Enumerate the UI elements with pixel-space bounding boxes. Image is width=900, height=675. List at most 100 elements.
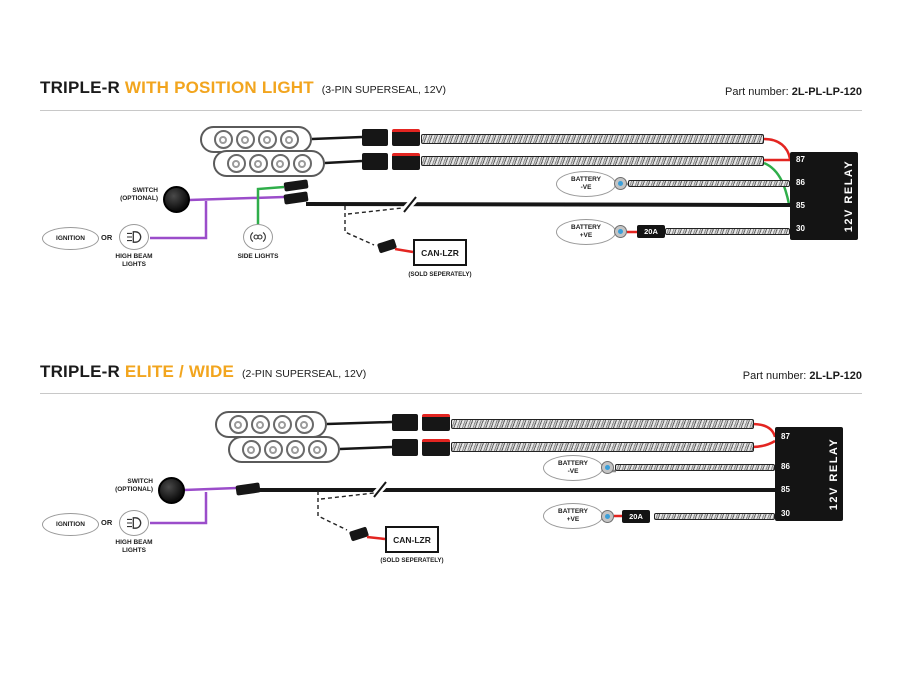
battery-neg-cable [628, 180, 790, 187]
terminal-hole [618, 229, 623, 234]
ignition-label: IGNITION [42, 227, 99, 250]
superseal-connector [362, 153, 388, 170]
inline-connector-upper [283, 179, 309, 192]
purple-feed-wire [150, 201, 208, 240]
high-beam-line2: LIGHTS [122, 261, 146, 269]
light-bar [213, 150, 325, 177]
switch-label-line1: SWITCH [132, 187, 158, 194]
lamp-lens [270, 154, 290, 173]
lamp-lens [307, 440, 327, 459]
title-model: TRIPLE-R [40, 78, 120, 97]
superseal-connector [392, 129, 420, 146]
diagram1-header: TRIPLE-R WITH POSITION LIGHT (3-PIN SUPE… [40, 78, 862, 98]
terminal-hole [605, 465, 610, 470]
lamp-lens [279, 130, 299, 149]
ring-terminal [614, 177, 627, 190]
light-bar [215, 411, 327, 438]
relay-pin-86: 86 [796, 178, 805, 187]
lamp-lens [241, 440, 261, 459]
canlzr-connector [377, 238, 397, 254]
battery-neg-line2: -VE [580, 184, 592, 191]
purple-switch-wire [183, 486, 238, 492]
superseal-connector [392, 414, 418, 431]
ring-terminal [601, 461, 614, 474]
lamp-lens [248, 154, 268, 173]
battery-negative-label: BATTERY -VE [543, 455, 603, 481]
high-beam-line1: HIGH BEAM [115, 539, 153, 546]
inline-connector [235, 482, 261, 496]
battery-positive-label: BATTERY +VE [556, 219, 616, 245]
high-beam-line1: HIGH BEAM [115, 253, 153, 260]
lightbar2-lead-wire [324, 159, 363, 165]
canlzr-dashed-link [344, 206, 375, 246]
lamp-lens [294, 415, 314, 434]
part-label: Part number: [742, 370, 807, 382]
canlzr-dashed-link [317, 491, 348, 531]
lightbar2-lead-wire [339, 445, 393, 451]
headlight-glyph [127, 231, 142, 243]
high-beam-icon [119, 510, 149, 536]
relay-12v: 12V RELAY 87 86 85 30 [775, 427, 843, 521]
braided-cable [451, 442, 754, 452]
ignition-text: IGNITION [56, 234, 85, 242]
relay-pin-30: 30 [796, 224, 805, 233]
title-spec: (2-PIN SUPERSEAL, 12V) [241, 368, 367, 380]
side-lights-label: SIDE LIGHTS [230, 253, 286, 261]
headlight-glyph [127, 517, 142, 529]
wire-break-mark [403, 196, 417, 213]
switch-knob [158, 477, 185, 504]
fuse-20a: 20A [637, 225, 665, 238]
relay-label: 12V RELAY [843, 159, 855, 233]
part-value: 2L-PL-LP-120 [791, 86, 862, 98]
battery-neg-line1: BATTERY [571, 176, 601, 184]
purple-switch-wire [188, 195, 285, 202]
superseal-connector [362, 129, 388, 146]
part-number: Part number: 2L-LP-120 [743, 370, 862, 382]
side-lights-icon [243, 224, 273, 250]
can-lzr-box: CAN-LZR [413, 239, 467, 266]
title-model: TRIPLE-R [40, 362, 120, 381]
superseal-connector [392, 439, 418, 456]
part-number: Part number: 2L-PL-LP-120 [725, 86, 862, 98]
lamp-lens [226, 154, 246, 173]
battery-pos-line1: BATTERY [571, 224, 601, 232]
battery-neg-line2: -VE [567, 468, 579, 475]
purple-feed-wire [150, 492, 208, 525]
title-variant: WITH POSITION LIGHT [124, 78, 314, 97]
ring-terminal [601, 510, 614, 523]
terminal-hole [605, 514, 610, 519]
canlzr-connector [349, 526, 369, 542]
braided-cable [451, 419, 754, 429]
superseal-connector [392, 153, 420, 170]
or-label: OR [101, 233, 113, 242]
diagram2-wires [150, 420, 777, 542]
side-lights-glyph [250, 232, 266, 242]
red-wire-to-pin87 [763, 137, 792, 160]
ring-terminal [614, 225, 627, 238]
lamp-lens [250, 415, 270, 434]
canlzr-red-stub [394, 247, 414, 254]
divider [40, 393, 862, 394]
switch-label-line2: (OPTIONAL) [115, 486, 153, 494]
high-beam-label: HIGH BEAM LIGHTS [106, 253, 162, 269]
lamp-lens [263, 440, 283, 459]
relay-pin-87: 87 [796, 155, 805, 164]
battery-pos-cable [665, 228, 790, 235]
can-lzr-box: CAN-LZR [385, 526, 439, 553]
battery-pos-line2: +VE [566, 516, 580, 523]
relay-12v: 12V RELAY 87 86 85 30 [790, 152, 858, 240]
switch-label-line1: SWITCH [127, 478, 153, 485]
relay-label: 12V RELAY [828, 437, 840, 511]
diagram2-header: TRIPLE-R ELITE / WIDE (2-PIN SUPERSEAL, … [40, 362, 862, 382]
lightbar1-lead-wire [326, 420, 393, 426]
switch-label: SWITCH (OPTIONAL) [103, 478, 153, 494]
high-beam-icon [119, 224, 149, 250]
superseal-connector [422, 439, 450, 456]
side-lights-text: SIDE LIGHTS [237, 253, 279, 260]
braided-cable [421, 134, 764, 144]
red-wire-to-pin87-b [751, 439, 776, 449]
part-value: 2L-LP-120 [809, 370, 862, 382]
relay-pin-87: 87 [781, 432, 790, 441]
high-beam-label: HIGH BEAM LIGHTS [106, 539, 162, 555]
battery-neg-cable [615, 464, 775, 471]
